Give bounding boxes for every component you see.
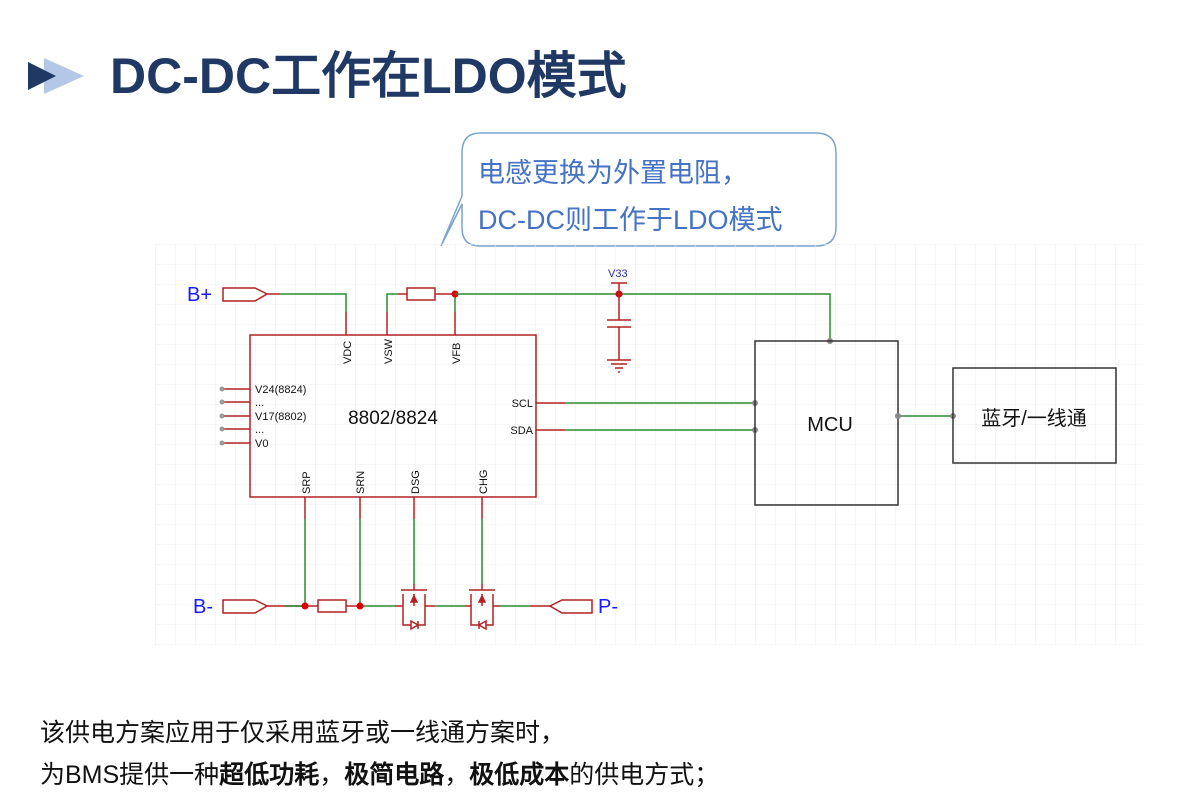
callout-line-2: DC-DC则工作于LDO模式 [478, 205, 783, 235]
v33-power-symbol: V33 [608, 268, 628, 320]
double-arrow-icon [26, 56, 88, 96]
desc-part: 的供电方式； [569, 761, 720, 789]
pin-v17: V17(8802) [255, 411, 306, 423]
desc-emphasis-low-cost: 极低成本 [469, 761, 570, 789]
i2c-bus-wires [536, 402, 755, 431]
wire-v33-mcu [455, 293, 831, 341]
charge-mosfet [465, 584, 500, 631]
pin-scl: SCL [512, 398, 533, 410]
description: 该供电方案应用于仅采用蓝牙或一线通方案时， 为BMS提供一种超低功耗，极简电路，… [40, 712, 719, 796]
pin-dot [895, 413, 901, 419]
feedback-resistor [406, 287, 436, 301]
pin-vfb: VFB [451, 343, 463, 364]
decoupling-capacitor [607, 319, 631, 360]
desc-part: ， [444, 761, 470, 789]
grid-background [155, 244, 1145, 646]
discharge-mosfet [395, 584, 435, 631]
page-title-block: DC-DC工作在LDO模式 [26, 44, 627, 108]
ground-icon [607, 359, 631, 373]
callout-line-1: 电感更换为外置电阻， [478, 158, 748, 188]
pin-v24: V24(8824) [255, 384, 306, 396]
desc-part: ， [319, 761, 345, 789]
left-pins [222, 388, 250, 444]
pin-chg: CHG [478, 470, 490, 494]
pin-vdc: VDC [342, 341, 354, 364]
junction-dot [301, 602, 309, 610]
pin-ellipsis: ... [255, 424, 264, 436]
port-b-plus-label: B+ [187, 284, 212, 306]
desc-emphasis-low-power: 超低功耗 [219, 761, 320, 789]
v33-label: V33 [608, 268, 628, 280]
port-b-plus: B+ [187, 284, 269, 306]
port-b-minus: B- [193, 596, 269, 618]
junction-dot [356, 602, 364, 610]
chip-name: 8802/8824 [348, 408, 438, 429]
pin-v0: V0 [255, 438, 268, 450]
sense-drive-wires [304, 497, 483, 606]
left-pin-dots [219, 386, 225, 446]
desc-part: 为BMS提供一种 [40, 761, 220, 789]
pin-srp: SRP [301, 471, 313, 494]
comm-module-label: 蓝牙/一线通 [981, 407, 1087, 430]
pin-ellipsis: ... [255, 397, 264, 409]
mcu-label: MCU [807, 414, 853, 436]
schematic-diagram: B+ V33 8802/8824 VDC VSW VFB [155, 244, 1145, 646]
mcu-block [754, 340, 899, 506]
pin-vsw: VSW [383, 338, 395, 364]
pin-sda: SDA [510, 425, 533, 437]
port-b-minus-label: B- [193, 596, 213, 618]
pin-dsg: DSG [410, 470, 422, 494]
desc-emphasis-simple-circuit: 极简电路 [344, 761, 445, 789]
port-p-minus: P- [548, 596, 618, 618]
callout-text: 电感更换为外置电阻， DC-DC则工作于LDO模式 [478, 150, 838, 244]
pin-srn: SRN [355, 471, 367, 494]
comm-module-block [952, 367, 1117, 464]
description-line-1: 该供电方案应用于仅采用蓝牙或一线通方案时， [40, 719, 566, 747]
sense-resistor [317, 599, 347, 613]
port-p-minus-label: P- [598, 596, 618, 618]
wire-b-plus-vdc [267, 293, 347, 335]
description-line-2: 为BMS提供一种超低功耗，极简电路，极低成本的供电方式； [40, 754, 719, 796]
page-title: DC-DC工作在LDO模式 [110, 48, 627, 104]
